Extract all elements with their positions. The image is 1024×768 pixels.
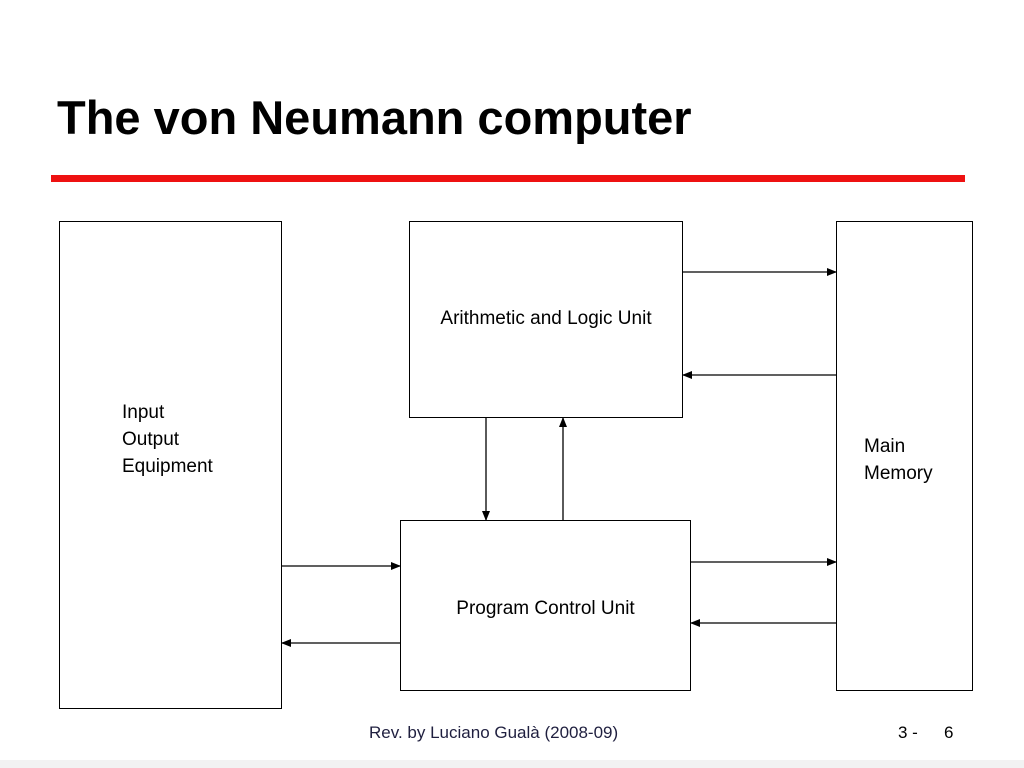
main-memory-label: Main Memory [864, 433, 933, 487]
io-label-line-input: Input [122, 402, 165, 423]
memory-label-line-main: Main [864, 436, 906, 457]
memory-label-line-memory: Memory [864, 463, 933, 484]
input-output-equipment-box [59, 221, 282, 709]
input-output-equipment-label: Input Output Equipment [122, 399, 213, 480]
footer-credit: Rev. by Luciano Gualà (2008-09) [369, 723, 619, 742]
title-rule [51, 175, 965, 182]
title-rule-bar [51, 175, 965, 182]
footer-page-number: 6 [944, 723, 954, 742]
io-label-line-equipment: Equipment [122, 456, 213, 477]
slide-title: The von Neumann computer [57, 91, 692, 144]
program-control-unit-box [400, 520, 691, 691]
bottom-band [0, 760, 1024, 768]
arithmetic-logic-unit-label: Arithmetic and Logic Unit [440, 308, 652, 329]
program-control-unit-label: Program Control Unit [456, 598, 635, 619]
footer-section-number: 3 - [898, 723, 918, 742]
io-label-line-output: Output [122, 429, 180, 450]
main-memory-box [836, 221, 973, 691]
arithmetic-logic-unit-box [409, 221, 683, 418]
